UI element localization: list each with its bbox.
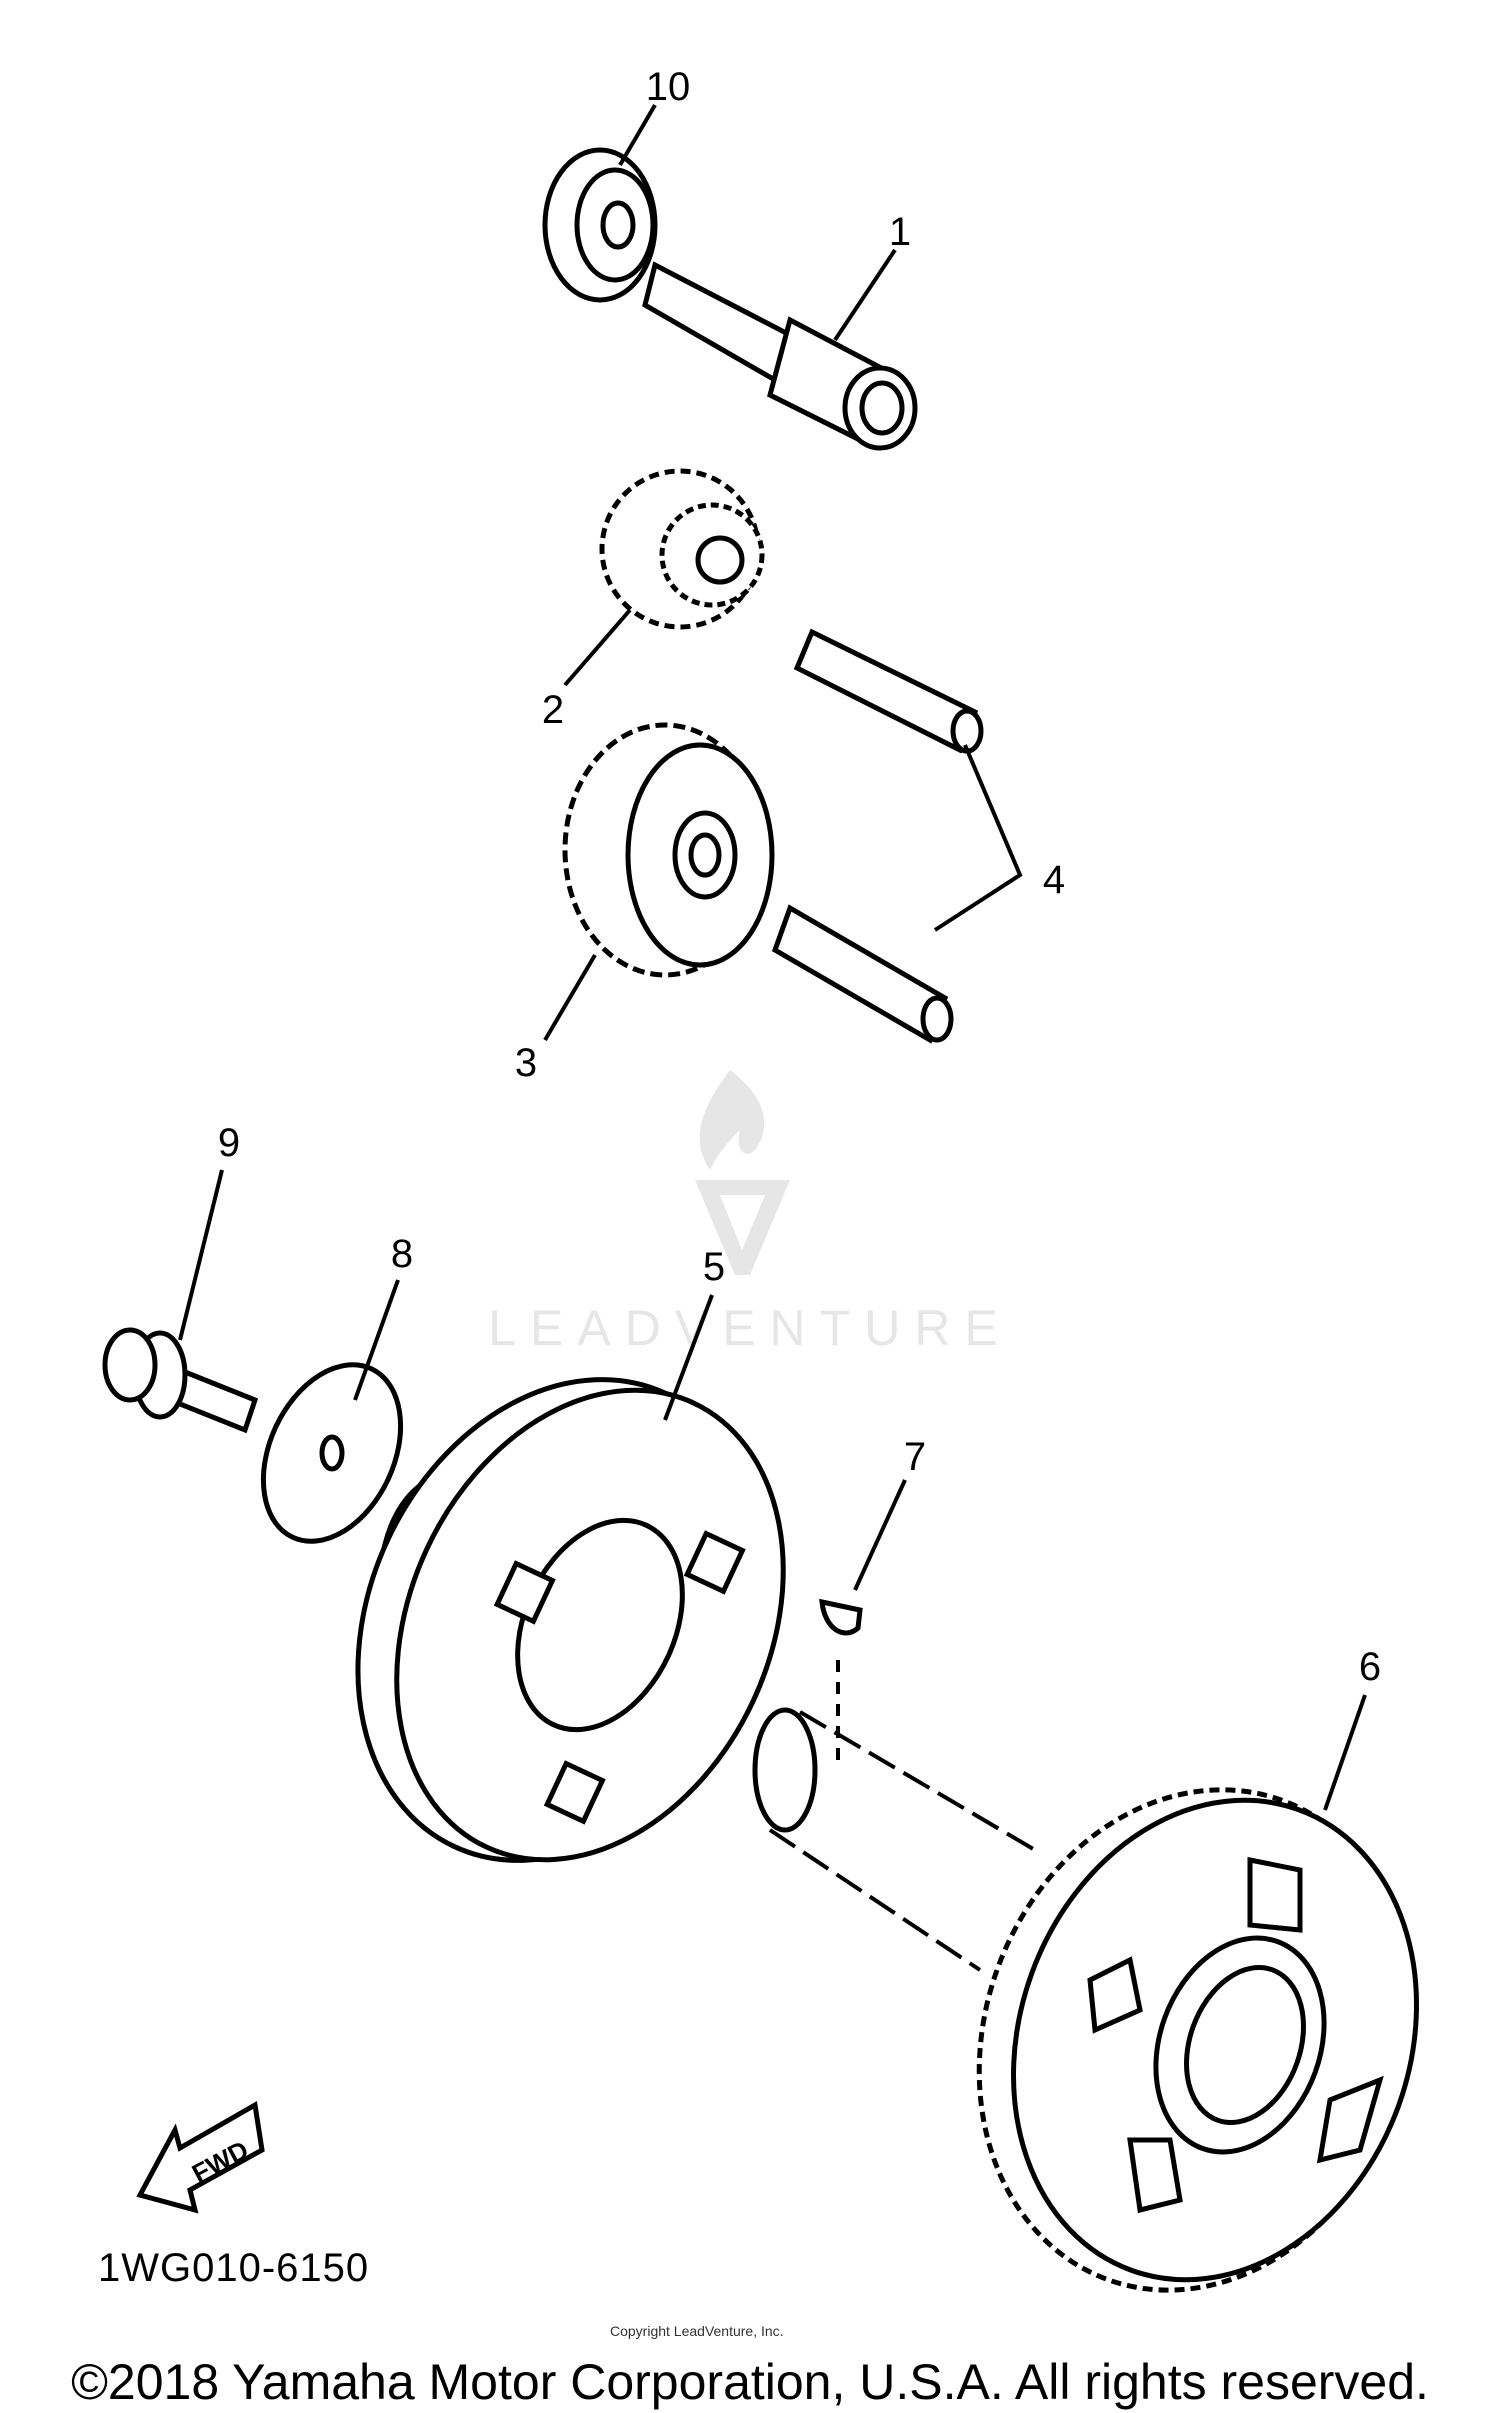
part-1-shaft — [642, 261, 918, 451]
callout-1: 1 — [889, 210, 911, 254]
part-4-pins — [771, 628, 984, 1044]
callout-10: 10 — [646, 65, 691, 109]
part-7-key — [819, 1598, 863, 1760]
part-10-bearing — [542, 147, 658, 303]
callout-2: 2 — [542, 688, 564, 732]
callout-3: 3 — [515, 1041, 537, 1085]
callout-8: 8 — [391, 1232, 413, 1276]
callout-4: 4 — [1043, 858, 1065, 902]
crankshaft-outline — [752, 1707, 1037, 1972]
part-6-gear — [976, 1787, 1419, 2293]
callout-6: 6 — [1359, 1645, 1381, 1689]
part-5-clutch — [355, 1377, 786, 1863]
diagram-code: 1WG010-6150 — [98, 2246, 370, 2290]
watermark-text: LEADVENTURE — [488, 1300, 1012, 1356]
callout-5: 5 — [703, 1245, 725, 1289]
part-3-gear — [562, 722, 775, 978]
part-9-bolt — [102, 1327, 259, 1434]
copyright-text: ©2018 Yamaha Motor Corporation, U.S.A. A… — [71, 2354, 1429, 2410]
part-8-washer — [260, 1362, 404, 1544]
leader-lines — [178, 103, 1367, 1811]
part-2-gear — [599, 468, 765, 630]
callout-7: 7 — [904, 1435, 926, 1479]
copyright-subtext: Copyright LeadVenture, Inc. — [610, 2323, 784, 2339]
fwd-arrow-icon: FWD — [136, 2101, 265, 2214]
leadventure-watermark: LEADVENTURE — [488, 1070, 1012, 1356]
callout-9: 9 — [218, 1121, 240, 1165]
